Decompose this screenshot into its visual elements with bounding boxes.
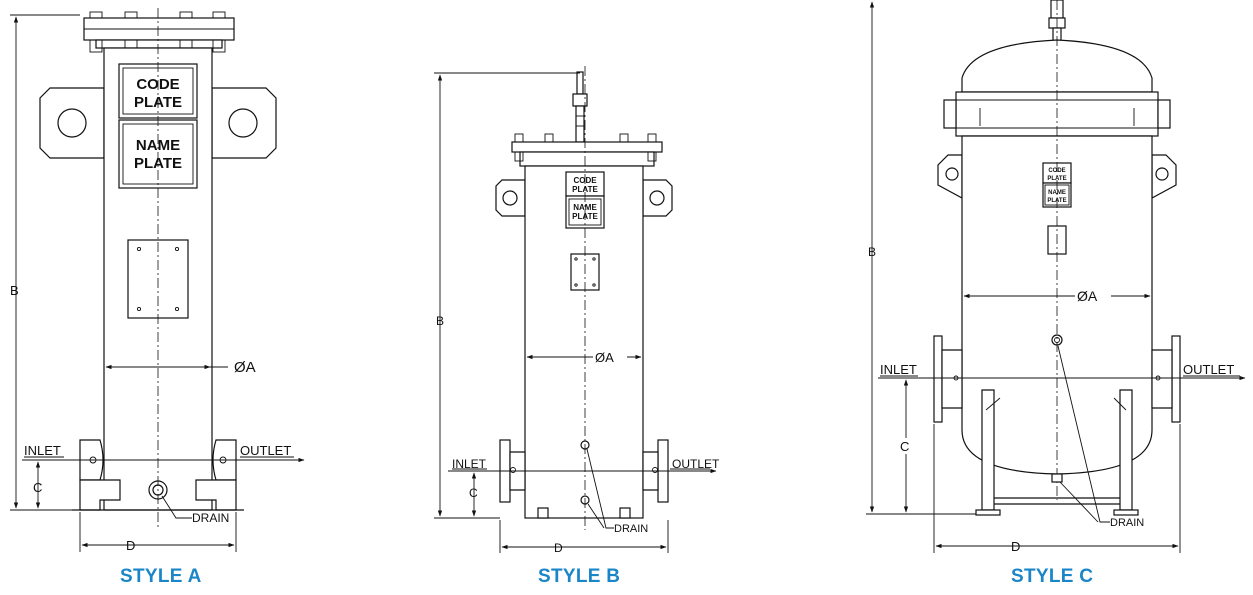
style-a-inlet-height-label: C bbox=[33, 480, 42, 495]
style-c-inlet-height-label: C bbox=[900, 439, 909, 454]
style-b-diameter-label: ØA bbox=[595, 350, 614, 365]
style-b-outlet-label: OUTLET bbox=[672, 457, 720, 471]
style-a-legs bbox=[72, 479, 244, 511]
style-c-diameter-label: ØA bbox=[1077, 288, 1098, 304]
style-a-name-plate-line1: NAME bbox=[136, 137, 180, 154]
style-a-inlet-label: INLET bbox=[24, 443, 61, 458]
style-c-legs bbox=[975, 389, 1139, 516]
style-b-width-label: D bbox=[554, 541, 563, 555]
style-c-drain-label: DRAIN bbox=[1110, 517, 1144, 529]
style-a-drain-port bbox=[148, 480, 168, 500]
style-b-drawing: CODE PLATE NAME PLATE bbox=[434, 66, 720, 555]
style-c-outlet-nozzle bbox=[1151, 335, 1181, 423]
style-a-outlet-label: OUTLET bbox=[240, 443, 291, 458]
style-c-drawing: CODE PLATE NAME PLATE bbox=[866, 0, 1246, 554]
style-a-caption: STYLE A bbox=[120, 566, 202, 587]
style-c-outlet-label: OUTLET bbox=[1183, 362, 1234, 377]
style-c-drain-ports bbox=[1051, 334, 1063, 483]
style-a-code-plate: CODE PLATE bbox=[118, 63, 198, 119]
style-a-drawing: CODE PLATE NAME PLATE bbox=[10, 8, 305, 553]
style-b-top-flange bbox=[511, 133, 663, 167]
style-b-feet bbox=[537, 507, 631, 519]
style-b-lifting-lugs bbox=[495, 179, 673, 217]
style-c-inlet-nozzle bbox=[933, 335, 963, 423]
style-b-code-plate-line2: PLATE bbox=[572, 185, 598, 194]
style-a-top-flange bbox=[83, 11, 235, 53]
style-c-inlet-label: INLET bbox=[880, 362, 917, 377]
style-b-inlet-label: INLET bbox=[452, 457, 487, 471]
style-c-lifting-lugs bbox=[937, 154, 1177, 200]
style-c-code-plate-line2: PLATE bbox=[1047, 176, 1066, 182]
style-c-width-label: D bbox=[1011, 539, 1020, 554]
style-a-diameter-label: ØA bbox=[234, 359, 256, 376]
style-b-height-label: B bbox=[436, 314, 444, 328]
style-b-caption: STYLE B bbox=[538, 566, 621, 587]
style-a-name-plate-line2: PLATE bbox=[134, 155, 182, 172]
style-a-drain-label: DRAIN bbox=[192, 511, 229, 525]
style-b-inlet-height-label: C bbox=[469, 486, 478, 500]
style-c-height-label: B bbox=[868, 245, 876, 259]
style-b-name-plate-line1: NAME bbox=[573, 203, 597, 212]
style-c-dome-lid bbox=[961, 39, 1153, 93]
style-a-lifting-lugs bbox=[39, 87, 277, 159]
style-a-width-label: D bbox=[126, 538, 135, 553]
style-c-caption: STYLE C bbox=[1011, 566, 1094, 587]
style-a-height-label: B bbox=[10, 283, 19, 298]
style-b-drain-ports bbox=[580, 440, 590, 505]
style-b-drain-label: DRAIN bbox=[614, 523, 648, 535]
style-b-vent-valve bbox=[572, 71, 588, 143]
